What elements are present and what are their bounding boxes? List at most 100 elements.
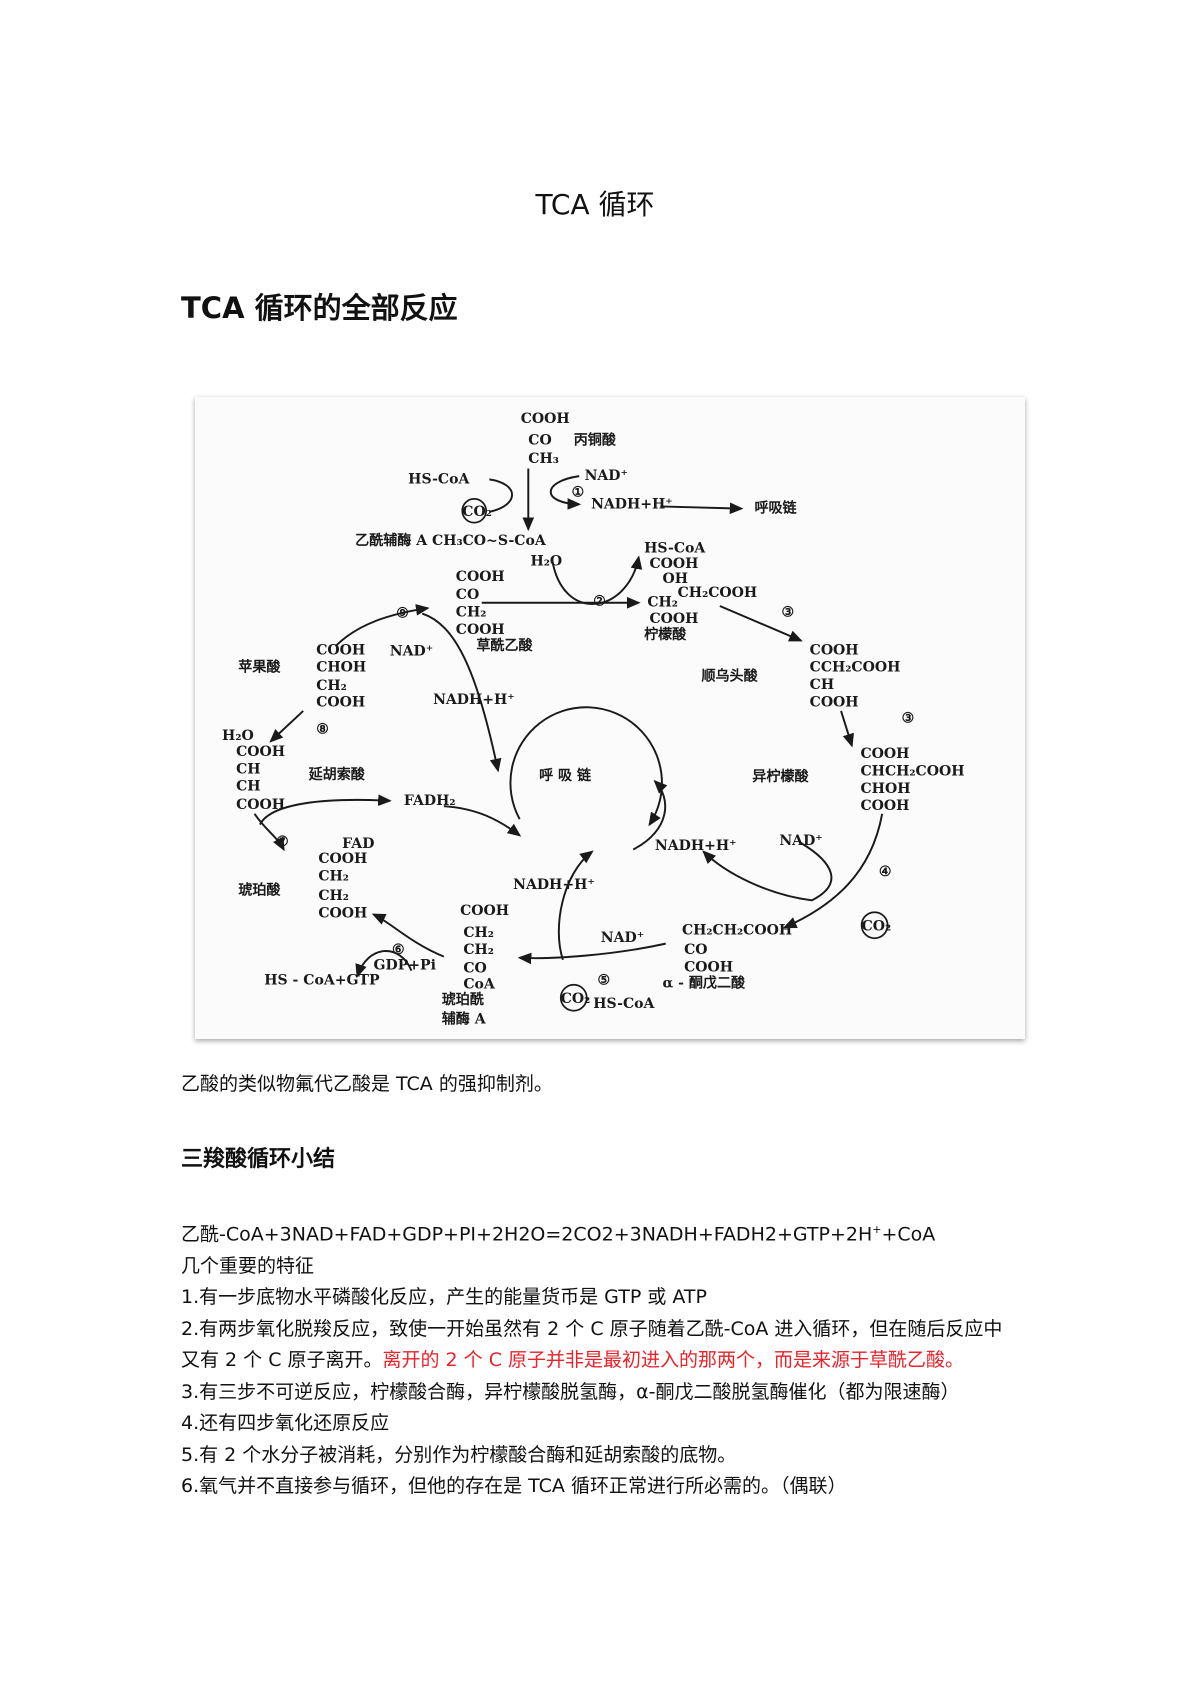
arrow-step6-gtp xyxy=(355,950,413,978)
arrow-step4 xyxy=(782,813,884,929)
diagram-label: CH₂ xyxy=(647,595,678,611)
arrow-nad-in xyxy=(549,475,582,510)
diagram-label: COOH xyxy=(318,851,367,867)
diagram-label: NAD⁺ xyxy=(779,833,822,849)
diagram-label: NAD⁺ xyxy=(585,468,628,484)
co2-label: CO₂ xyxy=(561,991,591,1007)
diagram-label: CO xyxy=(684,942,707,958)
diagram-label: COOH xyxy=(861,746,910,762)
diagram-label: CH xyxy=(810,677,834,693)
diagram-label: CHOH xyxy=(316,660,366,676)
diagram-label: α - 酮戊二酸 xyxy=(662,975,746,992)
equation-superscript: + xyxy=(872,1223,882,1236)
diagram-label: COOH xyxy=(236,744,285,760)
diagram-label: CH₂ xyxy=(318,869,349,885)
section-heading: TCA 循环的全部反应 xyxy=(181,291,458,325)
document-title: TCA 循环 xyxy=(535,188,655,221)
feature-1: 1.有一步底物水平磷酸化反应，产生的能量货币是 GTP 或 ATP xyxy=(181,1286,707,1309)
feature-4: 4.还有四步氧化还原反应 xyxy=(181,1412,390,1435)
diagram-label: CH xyxy=(236,779,260,795)
diagram-label: COOH xyxy=(810,642,859,658)
diagram-label: COOH xyxy=(810,694,859,710)
diagram-label: H₂O xyxy=(222,728,254,744)
diagram-label: CH₂ xyxy=(316,678,347,694)
diagram-label: 辅酶 A xyxy=(442,1010,487,1027)
diagram-label: COOH xyxy=(236,797,285,813)
diagram-label: COOH xyxy=(861,798,910,814)
diagram-label: ⑥ xyxy=(392,942,405,958)
summary-body: 乙酰-CoA+3NAD+FAD+GDP+PI+2H2O=2CO2+3NADH+F… xyxy=(181,1214,1021,1503)
diagram-label: ② xyxy=(593,594,606,610)
diagram-label: ⑧ xyxy=(316,721,329,737)
diagram-label: NADH+H⁺ xyxy=(655,838,737,854)
diagram-label: CHOH xyxy=(861,781,911,797)
arrow-step3a xyxy=(719,605,803,642)
diagram-label: ① xyxy=(572,484,585,500)
diagram-label: ⑨ xyxy=(396,606,409,622)
arrow-fadh2-resp xyxy=(443,805,522,837)
diagram-label: CH₂ xyxy=(463,942,494,958)
diagram-label: 草酰乙酸 xyxy=(476,637,533,654)
feature-5: 5.有 2 个水分子被消耗，分别作为柠檬酸合酶和延胡索酸的底物。 xyxy=(181,1443,737,1466)
diagram-label: COOH xyxy=(521,411,570,427)
arrow-step5-up xyxy=(557,850,594,961)
arrow-fadh2 xyxy=(259,794,392,826)
equation-text: 乙酰-CoA+3NAD+FAD+GDP+PI+2H2O=2CO2+3NADH+F… xyxy=(181,1223,873,1246)
diagram-label: COOH xyxy=(316,694,365,710)
co2-label: CO₂ xyxy=(462,504,492,520)
arrow-step9 xyxy=(334,604,430,647)
diagram-label: ③ xyxy=(902,711,915,727)
diagram-label: 延胡索酸 xyxy=(308,766,366,783)
diagram-label: FAD xyxy=(342,836,374,852)
diagram-label: CO xyxy=(528,432,551,448)
arrow-step6 xyxy=(371,913,445,958)
diagram-label: OH xyxy=(662,571,688,587)
figure-caption: 乙酸的类似物氟代乙酸是 TCA 的强抑制剂。 xyxy=(181,1073,553,1095)
diagram-label: CCH₂COOH xyxy=(810,660,901,676)
arrow-step5 xyxy=(517,942,666,965)
diagram-label: NADH+H⁺ xyxy=(433,692,515,708)
diagram-label: COOH xyxy=(456,569,505,585)
diagram-label: 顺乌头酸 xyxy=(701,667,758,684)
co2-label: CO₂ xyxy=(862,918,892,934)
diagram-label: COOH xyxy=(684,959,733,975)
diagram-label: CO xyxy=(456,587,479,603)
diagram-label: 苹果酸 xyxy=(238,659,281,676)
diagram-label: ③ xyxy=(782,604,795,620)
diagram-label: 柠檬酸 xyxy=(644,626,687,643)
reaction-arrows xyxy=(253,468,884,978)
diagram-label: CH₂CH₂COOH xyxy=(682,923,792,939)
diagram-label: COOH xyxy=(460,903,509,919)
diagram-label: 呼 吸 链 xyxy=(539,767,592,784)
diagram-label: HS-CoA xyxy=(593,996,655,1012)
diagram-label: FADH₂ xyxy=(404,793,456,809)
respiratory-chain-circle xyxy=(509,706,663,827)
arrow-hscoa-in xyxy=(489,478,514,513)
diagram-label: NADH+H⁺ xyxy=(513,877,595,893)
arrow-malate-nadh xyxy=(421,612,502,773)
feature-3: 3.有三步不可逆反应，柠檬酸合酶，异柠檬酸脱氢酶，α-酮戊二酸脱氢酶催化（都为限… xyxy=(181,1380,960,1403)
diagram-label: 琥珀酰 xyxy=(442,991,484,1008)
arrow-step8 xyxy=(269,710,304,743)
diagram-label: GDP+Pi xyxy=(374,957,436,973)
diagram-label: CH xyxy=(236,761,260,777)
diagram-label: CH₂ xyxy=(318,888,349,904)
features-title: 几个重要的特征 xyxy=(181,1254,315,1277)
diagram-label: 琥珀酸 xyxy=(238,882,281,899)
summary-heading: 三羧酸循环小结 xyxy=(181,1147,336,1172)
diagram-label: CoA xyxy=(463,977,496,993)
diagram-label: 乙酰辅酶 A CH₃CO~S-CoA xyxy=(355,532,547,549)
diagram-label: HS-CoA xyxy=(408,471,470,487)
arrow-step2-loop xyxy=(551,555,643,605)
diagram-label: CH₂COOH xyxy=(678,585,758,601)
feature-2-highlight: 离开的 2 个 C 原子并非是最初进入的那两个，而是来源于草酰乙酸。 xyxy=(382,1349,965,1372)
diagram-label: ⑦ xyxy=(276,834,289,850)
diagram-label: CH₃ xyxy=(528,451,559,467)
diagram-label: ⑤ xyxy=(598,972,611,988)
arrow-nadh-resp xyxy=(632,779,668,851)
equation-tail: +CoA xyxy=(881,1223,936,1246)
arrow-step4-nad xyxy=(702,842,833,902)
diagram-label: 丙铜酸 xyxy=(574,431,617,448)
diagram-label: ④ xyxy=(879,864,892,880)
